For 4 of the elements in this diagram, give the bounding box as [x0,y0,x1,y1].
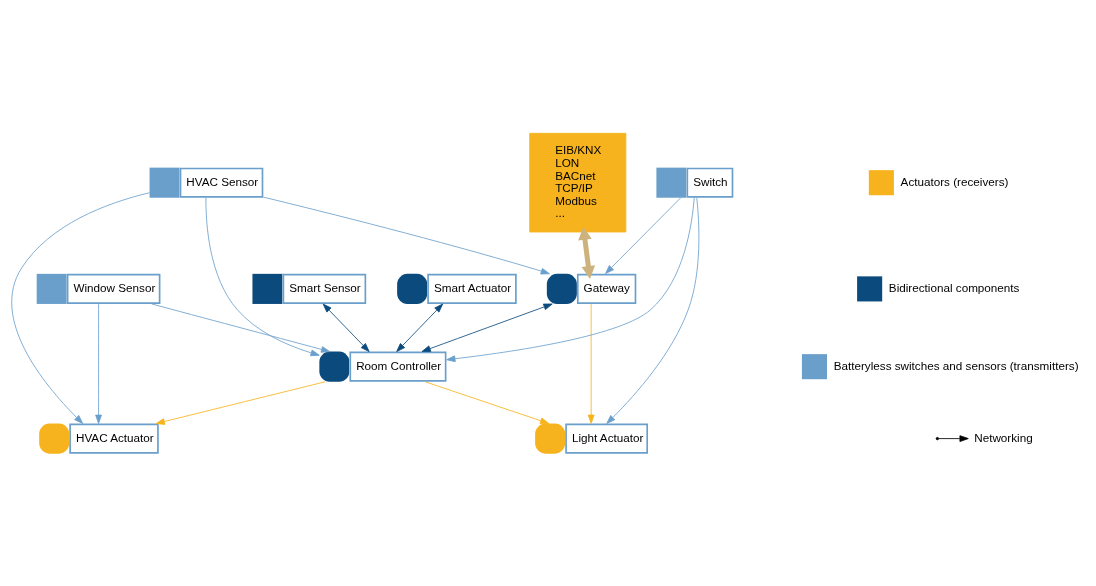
legend-label: Networking [974,430,1033,444]
legend-label: Actuators (receivers) [900,174,1009,188]
legend-label: Batteryless switches and sensors (transmitters) [833,358,1079,372]
legend-label: Bidirectional components [888,280,1020,294]
